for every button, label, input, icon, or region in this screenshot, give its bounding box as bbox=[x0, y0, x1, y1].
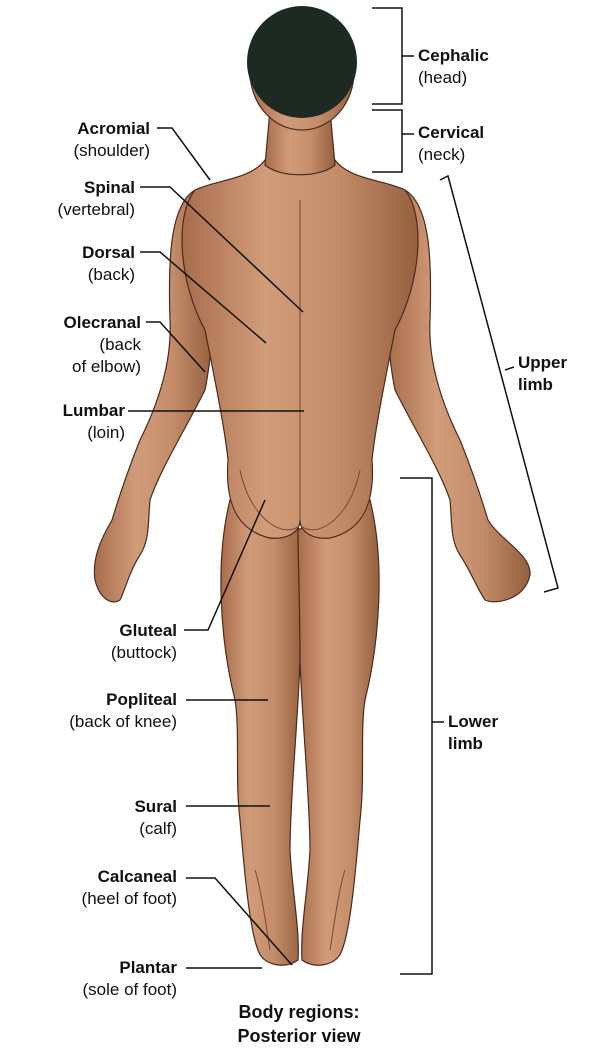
gluteal-desc: (buttock) bbox=[111, 642, 177, 664]
label-lower-limb: Lower limb bbox=[448, 711, 498, 755]
gluteal-term: Gluteal bbox=[111, 620, 177, 642]
label-sural: Sural (calf) bbox=[134, 796, 177, 840]
label-spinal: Spinal (vertebral) bbox=[58, 177, 135, 221]
acromial-desc: (shoulder) bbox=[73, 140, 150, 162]
sural-desc: (calf) bbox=[139, 819, 177, 838]
bracket-cervical bbox=[372, 110, 414, 172]
lumbar-desc: (loin) bbox=[63, 422, 125, 444]
lower-limb-line2: limb bbox=[448, 733, 498, 755]
label-popliteal: Popliteal (back of knee) bbox=[69, 689, 177, 733]
lower-limb-line1: Lower bbox=[448, 711, 498, 733]
label-upper-limb: Upper limb bbox=[518, 352, 567, 396]
cervical-desc: (neck) bbox=[418, 144, 484, 166]
leader-acromial bbox=[157, 128, 210, 180]
bracket-cephalic bbox=[372, 8, 414, 104]
acromial-term: Acromial bbox=[73, 118, 150, 140]
plantar-desc: (sole of foot) bbox=[83, 979, 178, 1001]
olecranal-desc-1: (back bbox=[64, 334, 142, 356]
label-cervical: Cervical (neck) bbox=[418, 122, 484, 166]
sural-term: Sural bbox=[134, 796, 177, 818]
caption-line2: Posterior view bbox=[0, 1024, 598, 1048]
dorsal-term: Dorsal bbox=[82, 242, 135, 264]
bracket-lower-limb bbox=[400, 478, 444, 974]
hair bbox=[247, 6, 357, 118]
figure-caption: Body regions: Posterior view bbox=[0, 1000, 598, 1048]
label-plantar: Plantar (sole of foot) bbox=[83, 957, 178, 1001]
label-cephalic: Cephalic (head) bbox=[418, 45, 489, 89]
upper-limb-line1: Upper bbox=[518, 352, 567, 374]
calcaneal-desc: (heel of foot) bbox=[82, 888, 177, 910]
olecranal-term: Olecranal bbox=[64, 312, 142, 334]
label-lumbar: Lumbar (loin) bbox=[63, 400, 125, 444]
caption-line1: Body regions: bbox=[0, 1000, 598, 1024]
calcaneal-term: Calcaneal bbox=[82, 866, 177, 888]
cephalic-term: Cephalic bbox=[418, 45, 489, 67]
olecranal-desc-2: of elbow) bbox=[64, 356, 142, 378]
popliteal-desc: (back of knee) bbox=[69, 711, 177, 733]
cervical-term: Cervical bbox=[418, 122, 484, 144]
label-calcaneal: Calcaneal (heel of foot) bbox=[82, 866, 177, 910]
upper-limb-line2: limb bbox=[518, 374, 567, 396]
label-olecranal: Olecranal (back of elbow) bbox=[64, 312, 142, 378]
cephalic-desc: (head) bbox=[418, 67, 489, 89]
label-dorsal: Dorsal (back) bbox=[82, 242, 135, 286]
popliteal-term: Popliteal bbox=[69, 689, 177, 711]
label-acromial: Acromial (shoulder) bbox=[73, 118, 150, 162]
lumbar-term: Lumbar bbox=[63, 400, 125, 422]
dorsal-desc: (back) bbox=[82, 264, 135, 286]
label-gluteal: Gluteal (buttock) bbox=[111, 620, 177, 664]
spinal-desc: (vertebral) bbox=[58, 199, 135, 221]
plantar-term: Plantar bbox=[83, 957, 178, 979]
spinal-term: Spinal bbox=[58, 177, 135, 199]
